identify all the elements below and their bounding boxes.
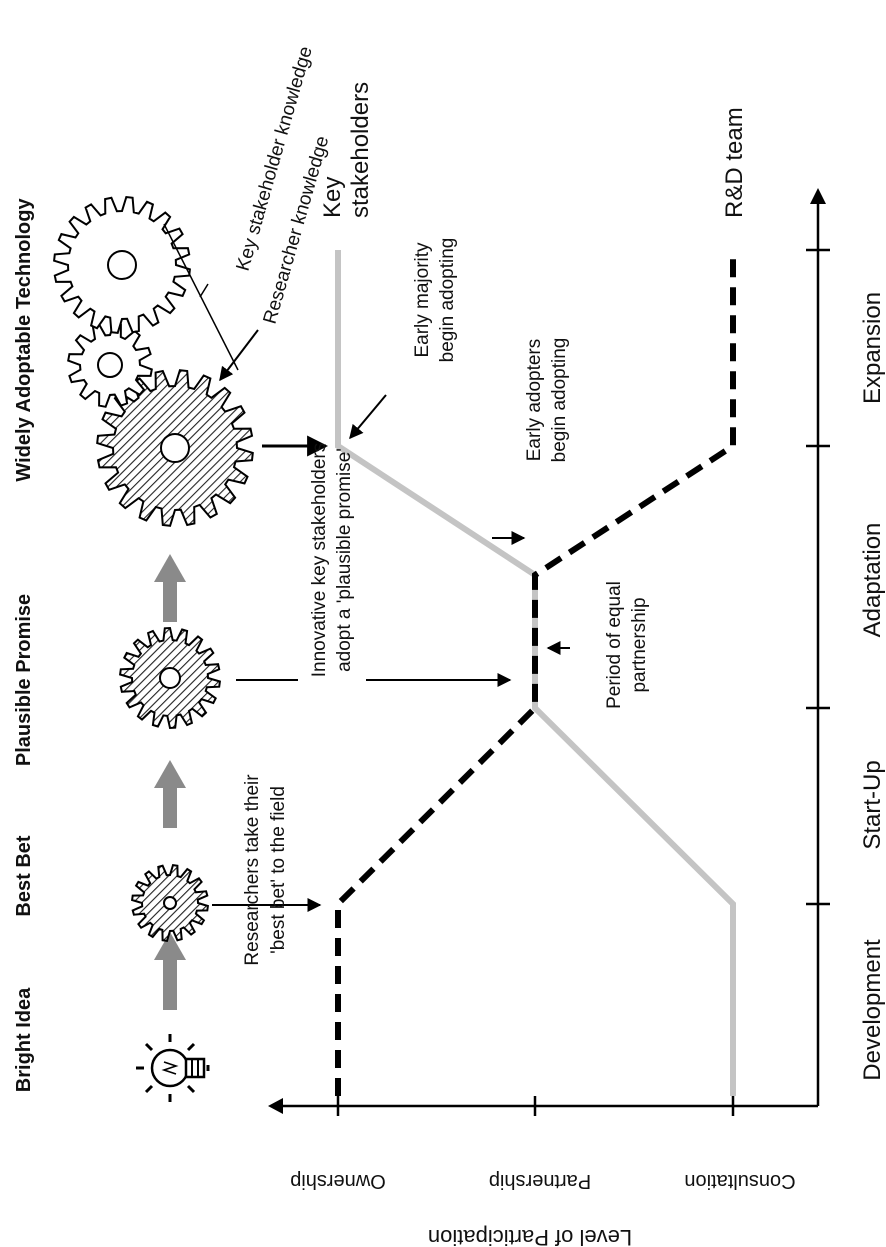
arrow-early-majority: [349, 394, 387, 440]
series-label-rd-team: R&D team: [721, 107, 748, 218]
bracket-tick: [199, 283, 209, 298]
y-label-partnership: Partnership: [489, 1170, 591, 1192]
stage-plausible-promise: Plausible Promise: [13, 594, 35, 766]
x-axis-arrowhead: [810, 188, 826, 204]
x-label-development: Development: [859, 939, 886, 1081]
stage-best-bet: Best Bet: [13, 835, 35, 916]
bracket-line: [163, 223, 239, 371]
y-label-ownership: Ownership: [290, 1170, 386, 1192]
y-axis-arrowhead: [268, 1098, 283, 1114]
x-label-adaptation: Adaptation: [859, 523, 886, 638]
small-middle-gear-icon: [67, 322, 153, 408]
stage-bright-idea: Bright Idea: [13, 987, 35, 1092]
key-stakeholder-knowledge-gear-icon: [53, 196, 191, 334]
annotation-researchers-2: 'best bet' to the field: [268, 786, 289, 954]
progress-arrow-3: [154, 554, 186, 622]
annotation-early-majority-2: begin adopting: [437, 238, 458, 363]
annotation-innovative-2: adopt a 'plausible promise': [334, 448, 355, 672]
plausible-promise-gear-icon: [118, 626, 222, 730]
rd-team-line: [335, 250, 736, 1096]
y-axis-title: Level of Participation: [428, 1225, 632, 1247]
best-bet-gear-icon: [130, 863, 210, 943]
annotation-early-adopters-2: begin adopting: [549, 338, 570, 463]
annotation-equal-partnership-1: Period of equal: [604, 581, 625, 709]
progress-arrow-1: [154, 932, 186, 1010]
x-label-expansion: Expansion: [859, 292, 886, 404]
series-label-key-stakeholders-1: Key: [319, 177, 346, 218]
x-label-startup: Start-Up: [859, 760, 886, 849]
annotation-researchers-1: Researchers take their: [242, 774, 263, 966]
progress-arrow-2: [154, 760, 186, 828]
annotation-equal-partnership-2: partnership: [629, 597, 650, 692]
stage-widely-adoptable: Widely Adoptable Technology: [13, 198, 35, 482]
arrow-researcher-knowledge: [219, 329, 259, 382]
researcher-knowledge-gear-icon: [96, 369, 254, 527]
series-label-key-stakeholders-2: stakeholders: [347, 82, 374, 218]
lightbulb-icon: [136, 1034, 210, 1102]
y-label-consultation: Consultation: [684, 1170, 795, 1192]
annotation-early-adopters-1: Early adopters: [524, 339, 545, 462]
annotation-early-majority-1: Early majority: [412, 242, 433, 358]
annotation-innovative-1: Innovative key stakeholders: [309, 443, 330, 677]
